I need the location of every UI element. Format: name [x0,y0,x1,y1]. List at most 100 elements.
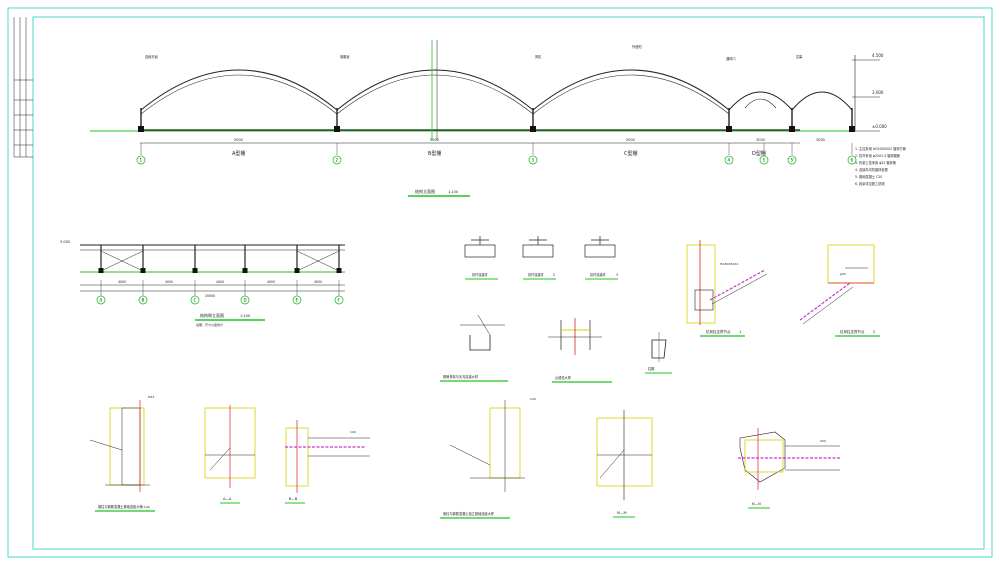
side-found-title: 侧柱与钢筋混凝土独立基础连接大样 [443,511,495,516]
top-notes: 连续天窗 卷膜窗 风机 外遮阳 通风口 拉幕 [145,44,803,61]
side-axis-label-2: B [142,298,145,303]
side-brace-2 [100,250,144,272]
side-axis-label-5: E [296,298,299,303]
axis-label-3: 3 [532,158,535,163]
axis-label-1: 1 [140,158,143,163]
column-base-2 [334,126,340,132]
col-gutter-title: 山墙柱大样 [555,375,572,380]
bay-label-b: B型棚 [428,150,441,157]
arch-b-inner [336,74,534,115]
section-m-m: M—M [596,410,653,518]
binding-strip [13,17,33,158]
side-axis-label-3: C [194,298,197,303]
arch-d2 [791,91,853,111]
general-notes: 1. 主柱采用 HG50X50X2 镀锌方管 2. 拱杆采用 φ25X1.5 镀… [855,146,906,186]
side-column-base-4 [242,268,248,273]
axis-circle-7 [847,155,857,165]
side-column-foundation: C20 侧柱与钢筋混凝土独立基础连接大样 [440,397,536,519]
brace-node-2: φ25 抗风柱支撑节点 2 [799,244,880,337]
side-dim-5: 4000 [314,280,322,284]
axis-circle-2 [332,155,342,165]
dim-2: 5000 [430,138,439,142]
side-column-base-5 [294,268,300,273]
side-axis-circle-5 [292,295,302,305]
axis-circle-5 [759,155,769,165]
arch-b [336,69,534,111]
side-axis-label-4: D [244,298,247,303]
col-found-scale: 1:100 [141,505,150,509]
column-base-4 [726,126,732,132]
side-dim-2: 4000 [165,280,173,284]
dim-1: 5000 [234,138,243,142]
column-base-3 [530,126,536,132]
connector-num-2: 2 [553,273,555,277]
bay-label-a: A型棚 [232,150,245,157]
main-elevation: 4.500 3.000 ±0.000 A型棚 B型棚 C型棚 D型棚 5000 … [90,40,887,197]
side-column-base-2 [140,268,146,273]
side-axis-circle-6 [334,295,344,305]
axis-label-6: 5' [791,158,795,163]
dim-4: 3000 [756,138,765,142]
note-line-2: 2. 拱杆采用 φ25X1.5 镀锌圆管 [855,153,900,158]
inner-border [32,16,985,550]
elevation-title: 结构立面图 [415,188,435,194]
side-column-base-6 [336,268,342,273]
side-axis-circle-4 [240,295,250,305]
section-b-title: B—B [289,497,298,501]
brace2-num: 2 [873,330,875,334]
axis-circle-3 [528,155,538,165]
section-a-a: A—A [204,405,256,504]
section-n-n: 200 N—N [738,428,840,509]
section-b-b: 100 B—B [285,420,370,504]
side-dim-1: 4000 [118,280,126,284]
section-n-tag: 200 [820,439,826,443]
side-title: 结构侧立面图 [200,312,224,318]
brace2-label: 抗风柱支撑节点 [840,329,865,334]
dim-3: 5000 [626,138,635,142]
arch-d1 [728,91,793,111]
side-columns [98,245,342,273]
outer-border [7,7,993,558]
dim-5: 3000 [816,138,825,142]
brace1-tag: HG50X50X2 [720,262,738,266]
axis-label-7: 6 [851,158,854,163]
columns [138,108,855,132]
middle-details: 拱杆连接件 拱杆连接件 2 拱杆连接件 3 钢管骨架与天沟连接大样 [440,236,672,383]
axis-label-2: 2 [336,158,339,163]
end-detail: 柱脚 [645,332,672,374]
bay-label-c: C型棚 [624,150,638,157]
side-column-base-1 [98,268,104,273]
gutter-detail: 钢管骨架与天沟连接大样 [440,314,508,382]
arch-d-vent [744,98,777,109]
connector-label-2: 拱杆连接件 [528,272,545,277]
connector-detail-3: 拱杆连接件 3 [584,236,618,280]
connector-detail-2: 拱杆连接件 2 [522,236,556,280]
arch-c-inner [532,74,730,115]
side-brace-4 [296,250,340,272]
connector-label-3: 拱杆连接件 [590,272,607,277]
section-a-title: A—A [223,497,232,501]
arch-a-inner [140,74,338,115]
elevation-scale: 1:100 [448,190,458,194]
column-gutter-section: 山墙柱大样 [548,318,612,383]
note-top-5: 通风口 [726,56,736,61]
side-found-tag: C20 [530,397,536,401]
note-top-2: 卷膜窗 [340,54,350,59]
brace1-num: 1 [739,330,741,334]
side-axis-label-6: F [338,298,341,303]
side-axis-circle-1 [96,295,106,305]
note-top-6: 拉幕 [796,54,803,59]
col-found-title: 钢柱与钢筋混凝土基础连接大样 [98,504,143,509]
note-top-4: 外遮阳 [632,44,642,49]
bay-label-d: D型棚 [752,150,766,157]
axis-circle-1 [136,155,146,165]
side-axis-circle-2 [138,295,148,305]
note-line-1: 1. 主柱采用 HG50X50X2 镀锌方管 [855,146,906,151]
side-column-base-3 [192,268,198,273]
arch-c [532,69,730,111]
